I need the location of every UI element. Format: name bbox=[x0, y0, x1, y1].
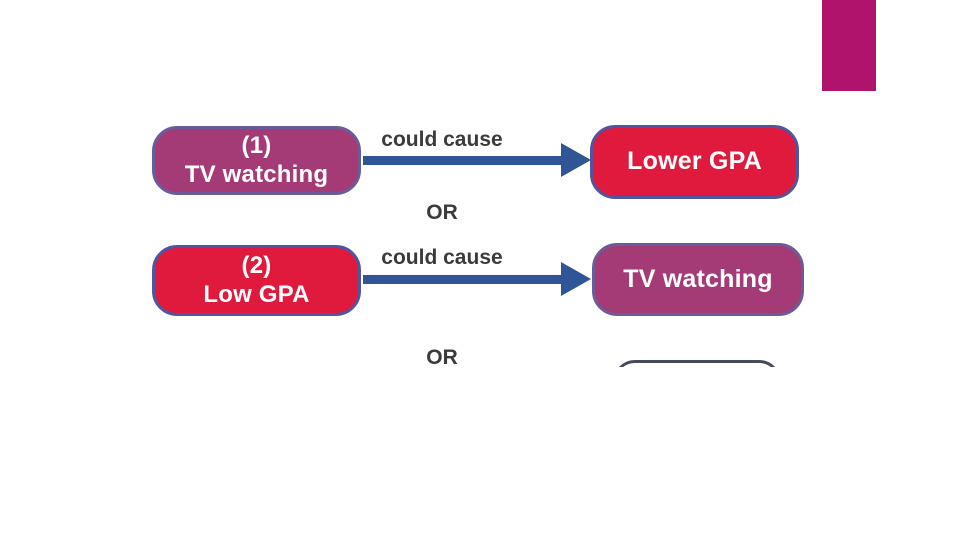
node-low-gpa: (2) Low GPA bbox=[152, 245, 361, 316]
relation-label-2: could cause bbox=[381, 246, 503, 269]
node-tv-watching-2: TV watching bbox=[592, 243, 804, 316]
node-label-line: Lower GPA bbox=[627, 147, 762, 176]
arrow-head-icon bbox=[561, 143, 591, 177]
or-label-2: OR bbox=[426, 346, 458, 369]
arrow-line-1 bbox=[363, 156, 563, 165]
node-label-line: (1) bbox=[241, 132, 272, 160]
node-tv-watching-1: (1) TV watching bbox=[152, 126, 361, 195]
arrow-line-2 bbox=[363, 275, 563, 284]
node-lower-gpa: Lower GPA bbox=[590, 125, 799, 199]
accent-bar bbox=[822, 0, 876, 91]
or-label-1: OR bbox=[426, 201, 458, 224]
partial-box-top-edge bbox=[613, 360, 781, 367]
arrow-head-icon bbox=[561, 262, 591, 296]
node-label-line: TV watching bbox=[184, 160, 329, 188]
node-label-line: (2) bbox=[241, 252, 272, 280]
relation-label-1: could cause bbox=[381, 128, 503, 151]
partial-box-border bbox=[613, 360, 781, 367]
node-label-line: Low GPA bbox=[203, 280, 310, 308]
node-label-line: TV watching bbox=[623, 264, 773, 293]
